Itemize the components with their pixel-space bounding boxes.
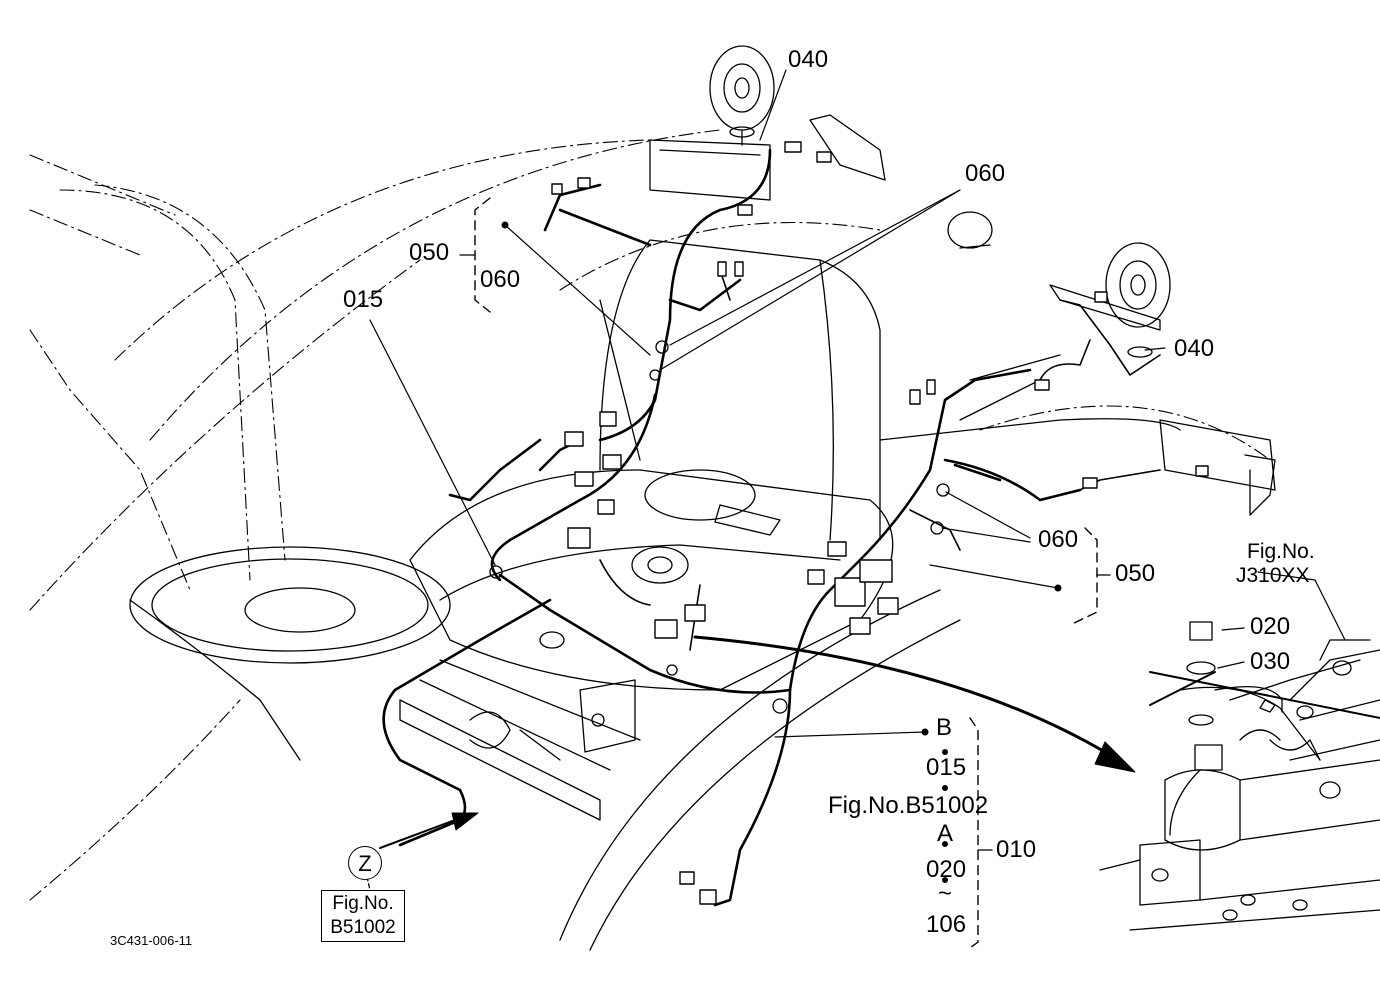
stack-015: 015 (926, 754, 967, 781)
harness-connectors (551, 141, 1209, 905)
grommets (489, 340, 950, 714)
control-knob (947, 211, 993, 249)
work-lamp-right (959, 242, 1171, 421)
view-z-circle: Z (348, 846, 382, 880)
stack-a: A (937, 820, 954, 847)
callout-040-top: 040 (788, 46, 829, 73)
callout-050-left: 050 (409, 239, 450, 266)
fig-ref-number: B51002 (330, 917, 396, 938)
work-lamp-top (649, 45, 886, 201)
callout-010: 010 (996, 836, 1037, 863)
callout-040-right: 040 (1174, 335, 1215, 362)
detail-arrow (693, 635, 1380, 773)
leader-lines (369, 69, 1346, 738)
fig-ref-j-label: Fig.No. (1247, 540, 1315, 563)
callout-050-right: 050 (1115, 560, 1156, 587)
stack-tilde: ~ (938, 880, 953, 907)
stack-020: 020 (926, 856, 967, 883)
operator-seat (409, 239, 894, 691)
drawing-number: 3C431-006-11 (110, 933, 193, 948)
valve-detail (1099, 621, 1380, 931)
fig-ref-j-number[interactable]: J310XX (1236, 564, 1310, 587)
stack-106: 106 (926, 911, 967, 938)
callout-060-left: 060 (480, 266, 521, 293)
callout-020: 020 (1250, 613, 1291, 640)
callout-060-right: 060 (1038, 526, 1079, 553)
fig-ref-box-b51002[interactable]: Fig.No. B51002 (321, 890, 405, 942)
view-z-arrow (366, 812, 479, 891)
callout-030: 030 (1250, 648, 1291, 675)
callout-015: 015 (343, 286, 384, 313)
stack-b: B (936, 714, 953, 741)
leader-dots (501, 221, 1062, 883)
bracket-ticks (459, 254, 1111, 851)
callout-060-top: 060 (965, 160, 1006, 187)
right-fender (559, 418, 1276, 951)
cab-outline (29, 129, 1271, 901)
fig-ref-label: Fig.No. (332, 893, 394, 914)
steering-wheel (129, 546, 451, 761)
seat-frame (399, 659, 641, 821)
stack-fig-b51002: Fig.No.B51002 (828, 792, 989, 819)
